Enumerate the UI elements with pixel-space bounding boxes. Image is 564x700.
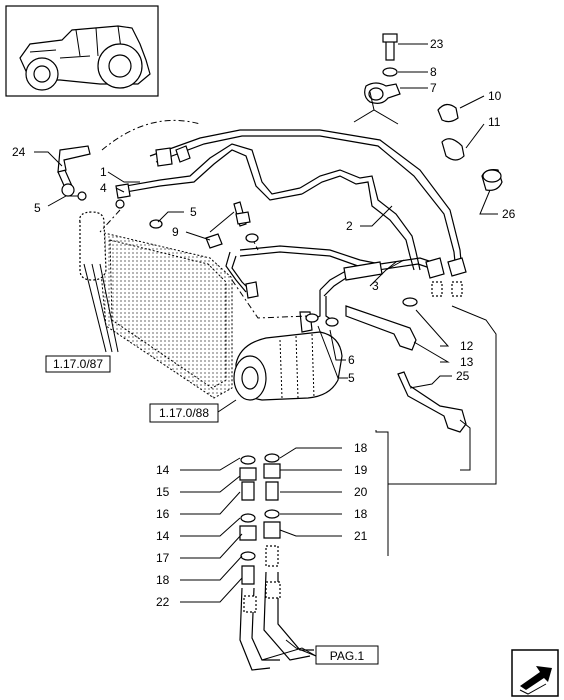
next-page-button[interactable]: [511, 649, 559, 697]
callout-5-mid: 5: [190, 205, 197, 219]
callout-26: 26: [502, 207, 516, 221]
callout-18-mid: 18: [354, 507, 368, 521]
leader-lines: [34, 43, 498, 661]
callout-4: 4: [100, 181, 107, 195]
callout-21: 21: [354, 529, 368, 543]
bottom-fittings: [239, 453, 314, 671]
callout-23: 23: [430, 37, 444, 51]
callout-11: 11: [488, 115, 501, 129]
callout-7: 7: [430, 81, 437, 95]
ref-condenser-label: 1.17.0/87: [53, 357, 103, 371]
reference-boxes: 1.17.0/87 1.17.0/88 PAG.1: [45, 355, 379, 665]
tractor-thumbnail: [5, 5, 159, 97]
next-page-arrow-icon: [519, 666, 552, 695]
callout-10: 10: [488, 89, 502, 103]
condenser: [79, 211, 233, 399]
callout-19: 19: [354, 463, 368, 477]
fittings: [57, 33, 503, 433]
ref-compressor-label: 1.17.0/88: [159, 406, 209, 420]
tractor-icon: [19, 25, 151, 91]
callout-14-bottom: 14: [156, 529, 170, 543]
callout-14-top: 14: [156, 463, 170, 477]
callout-labels: 23 8 7 10 11 24 1 4 5 5 9 2 26 3 12 13 6…: [12, 37, 516, 609]
callout-5-right: 5: [348, 371, 355, 385]
callout-17: 17: [156, 551, 170, 565]
callout-15: 15: [156, 485, 170, 499]
callout-6: 6: [348, 353, 355, 367]
callout-18-top: 18: [354, 441, 368, 455]
callout-20: 20: [354, 485, 368, 499]
callout-25: 25: [456, 369, 470, 383]
callout-22: 22: [156, 595, 170, 609]
ref-box-page[interactable]: [315, 645, 379, 665]
callout-24: 24: [12, 145, 26, 159]
compressor: [233, 311, 343, 401]
callout-5-left: 5: [34, 201, 41, 215]
callout-1: 1: [100, 165, 107, 179]
ref-box-condenser[interactable]: [45, 355, 111, 373]
callout-13: 13: [460, 355, 474, 369]
hoses: [125, 129, 463, 321]
ref-page-label: PAG.1: [330, 649, 365, 663]
callout-16: 16: [156, 507, 170, 521]
ref-box-compressor[interactable]: [149, 403, 219, 423]
callout-18-bottom: 18: [156, 573, 170, 587]
callout-2: 2: [346, 219, 353, 233]
callout-9: 9: [172, 225, 179, 239]
callout-12: 12: [460, 339, 474, 353]
callout-3: 3: [372, 279, 379, 293]
callout-8: 8: [430, 65, 437, 79]
